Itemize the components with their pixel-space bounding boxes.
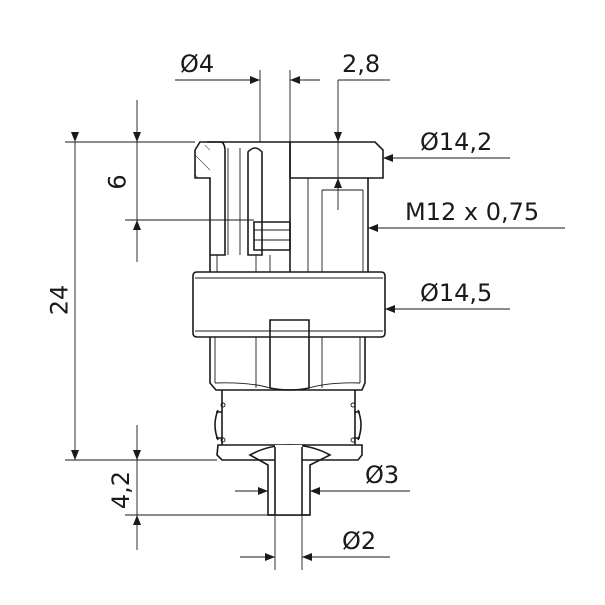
dim-label-thread: M12 x 0,75 bbox=[405, 198, 540, 226]
dim-label-d3: Ø3 bbox=[365, 461, 400, 489]
dim-label-24: 24 bbox=[45, 284, 74, 316]
dim-label-d4: Ø4 bbox=[180, 50, 215, 78]
dim-label-2-8: 2,8 bbox=[342, 50, 381, 78]
dim-label-d2: Ø2 bbox=[342, 527, 377, 555]
part-outline bbox=[192, 70, 386, 516]
dimension-lines bbox=[65, 76, 565, 570]
dim-label-d14-2: Ø14,2 bbox=[420, 128, 493, 156]
dim-label-4-2: 4,2 bbox=[107, 470, 136, 510]
dim-label-6: 6 bbox=[103, 174, 132, 190]
dim-label-d14-5: Ø14,5 bbox=[420, 279, 493, 307]
